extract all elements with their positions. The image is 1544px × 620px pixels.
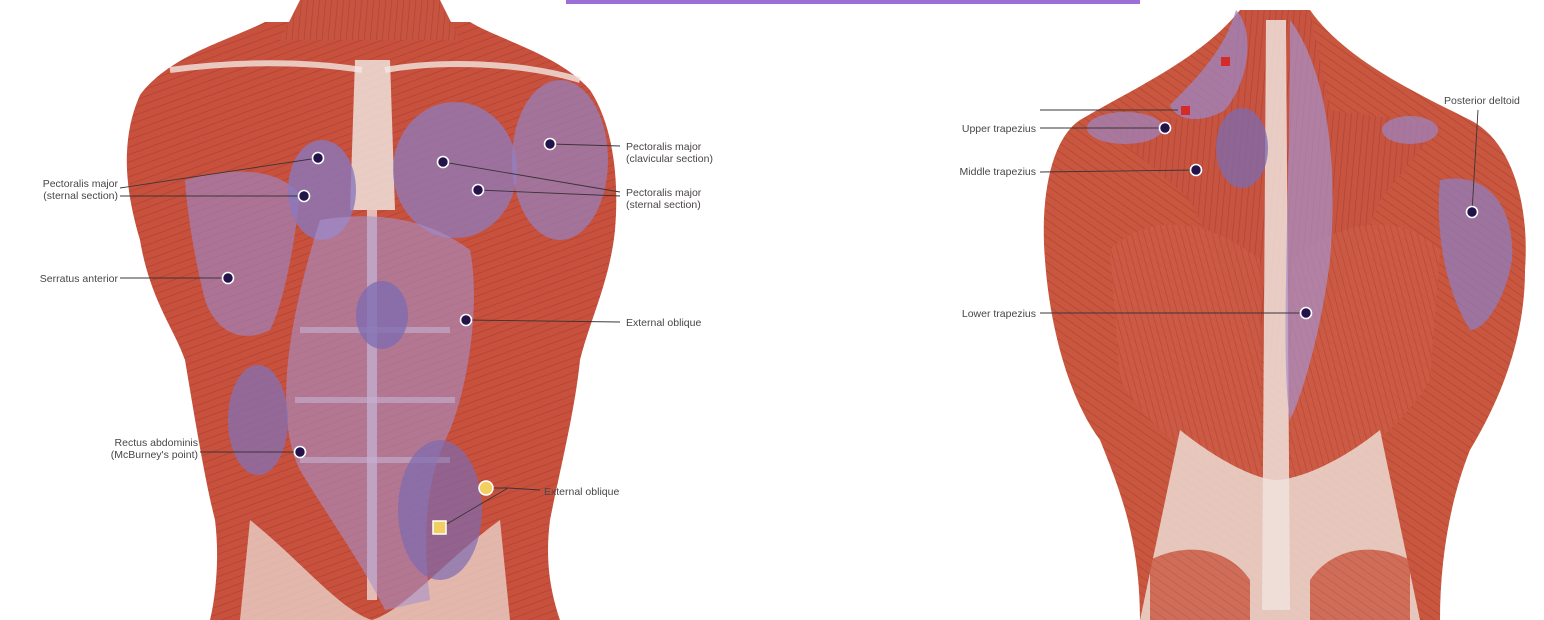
trigger-point-upper-trapezius [1160, 123, 1171, 134]
trigger-point-pec-sternal-1 [313, 153, 324, 164]
trigger-point-serratus-anterior [223, 273, 234, 284]
trigger-point-external-oblique [461, 315, 472, 326]
pain-zone-pec-right [393, 102, 517, 238]
trigger-point-posterior-deltoid [1467, 207, 1478, 218]
label-pec-major-sternal-left: Pectoralis major (sternal section) [14, 178, 118, 202]
trigger-point-pec-sternal-right-1 [438, 157, 449, 168]
pain-zone-rectus-left [228, 365, 288, 475]
label-pec-major-sternal-right: Pectoralis major (sternal section) [626, 187, 701, 211]
trigger-point-external-oblique-yellow-square [433, 521, 446, 534]
label-middle-trapezius: Middle trapezius [920, 166, 1036, 178]
label-lower-trapezius: Lower trapezius [920, 308, 1036, 320]
pain-zone-middle-trap [1216, 108, 1268, 188]
trigger-point-pec-sternal-right-2 [473, 185, 484, 196]
trigger-point-red-2 [1181, 106, 1190, 115]
front-torso [120, 0, 620, 620]
label-external-oblique-lower: External oblique [544, 486, 619, 498]
pain-zone-clavicular [512, 80, 608, 240]
trigger-point-rectus-abdominis [295, 447, 306, 458]
trigger-point-red-1 [1221, 57, 1230, 66]
trigger-point-lower-trapezius [1301, 308, 1312, 319]
label-posterior-deltoid: Posterior deltoid [1444, 95, 1520, 107]
sternum [350, 60, 395, 210]
label-upper-trapezius: Upper trapezius [920, 123, 1036, 135]
trigger-point-middle-trapezius [1191, 165, 1202, 176]
label-rectus-abdominis: Rectus abdominis (McBurney's point) [84, 437, 198, 461]
pain-zone-abdomen-core [356, 281, 408, 349]
label-serratus-anterior: Serratus anterior [10, 273, 118, 285]
neck [280, 0, 460, 40]
pain-zone-shoulder-right [1382, 116, 1438, 144]
trigger-point-external-oblique-yellow [479, 481, 493, 495]
label-pec-major-clavicular: Pectoralis major (clavicular section) [626, 141, 713, 165]
trigger-point-pec-clavicular [545, 139, 556, 150]
label-external-oblique-upper: External oblique [626, 317, 701, 329]
pain-zone-groin-right [398, 440, 482, 580]
trigger-point-pec-sternal-2 [299, 191, 310, 202]
